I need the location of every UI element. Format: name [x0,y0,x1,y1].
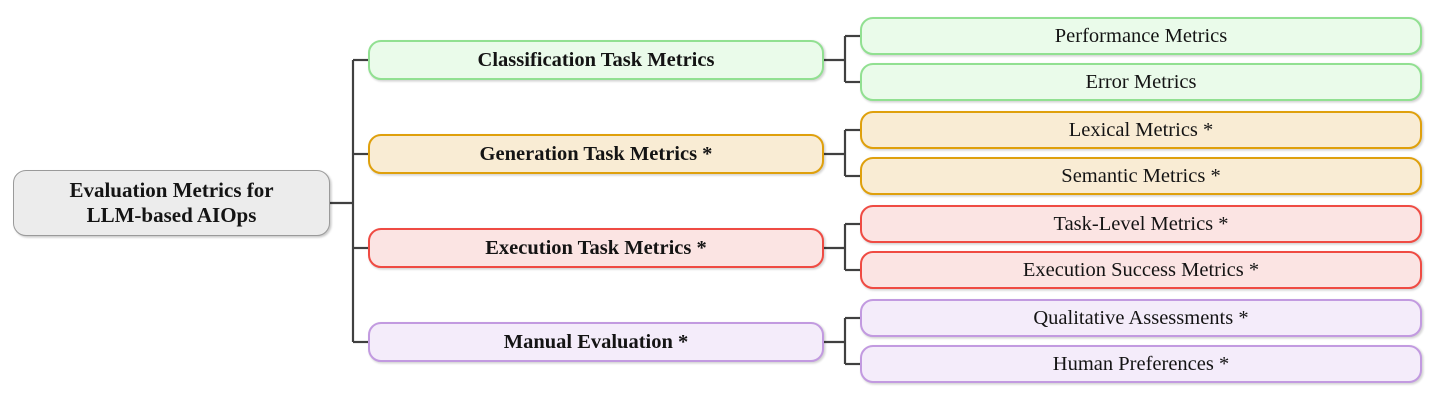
leaf-node-lexical-metrics[interactable]: Lexical Metrics * [860,111,1422,149]
leaf-node-task-level-metrics[interactable]: Task-Level Metrics * [860,205,1422,243]
leaf-node-human-preferences[interactable]: Human Preferences * [860,345,1422,383]
category-node-manual-evaluation[interactable]: Manual Evaluation * [368,322,824,362]
leaf-node-performance-metrics[interactable]: Performance Metrics [860,17,1422,55]
leaf-node-semantic-metrics[interactable]: Semantic Metrics * [860,157,1422,195]
category-node-execution-task-metrics[interactable]: Execution Task Metrics * [368,228,824,268]
leaf-node-execution-success-metrics[interactable]: Execution Success Metrics * [860,251,1422,289]
leaf-node-error-metrics[interactable]: Error Metrics [860,63,1422,101]
category-node-generation-task-metrics[interactable]: Generation Task Metrics * [368,134,824,174]
category-node-classification-task-metrics[interactable]: Classification Task Metrics [368,40,824,80]
root-node[interactable]: Evaluation Metrics for LLM-based AIOps [13,170,330,236]
leaf-node-qualitative-assessments[interactable]: Qualitative Assessments * [860,299,1422,337]
